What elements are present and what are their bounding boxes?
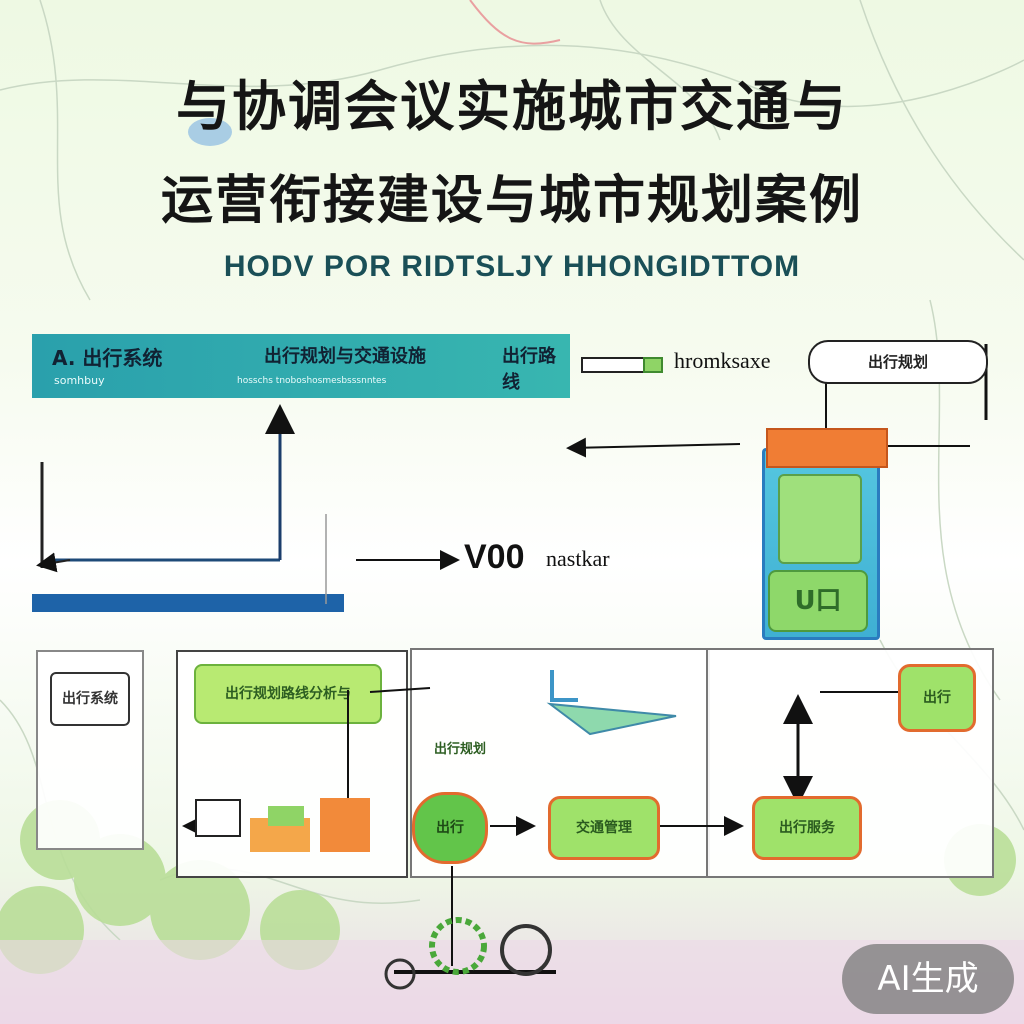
label-v00: V00 [464,538,525,576]
banner-mid-heading: 出行规划与交通设施 [264,346,426,367]
banner-right-heading: 出行路线 [502,346,556,393]
cargo-block-2 [268,806,304,826]
mid-caption: 出行规划 [434,742,487,757]
ramp-shape [546,702,677,736]
cargo-block-3 [320,798,370,852]
title-line-3: HODV POR RIDTSLJY HHONGIDTTOM [223,250,801,283]
chain-wheel-2 [500,924,552,976]
label-hornsake: hromksaxe [674,348,771,373]
right-node: 出行 [898,664,976,732]
bottom-left-card-label: 出行系统 [50,672,130,726]
arrow-device-left [566,437,741,458]
title-line-2: 运营衔接建设与城市规划案例 [160,170,863,231]
device-screen [778,474,862,564]
top-banner: A. 出行系统 出行规划与交通设施 出行路线 somhbuy hosschs t… [32,334,570,398]
chain-wheel-3 [384,958,416,990]
monitor-icon [195,799,241,837]
label-nastkar: nastkar [546,546,610,571]
top-right-pill: 出行规划 [808,340,988,384]
bracket-inner-arrow [36,552,71,573]
device-top-bar [766,428,888,468]
banner-left-sub: somhbuy [54,374,105,387]
device-bottom-panel: U口 [768,570,868,632]
node-a: 交通管理 [548,796,660,860]
node-b: 出行服务 [752,796,862,860]
note-arrow-right [369,687,431,693]
title-line-1: 与协调会议实施城市交通与 [176,74,848,138]
ai-generated-badge: AI生成 [842,944,1014,1014]
hub-node: 出行 [412,792,488,864]
ramp-hook [550,670,578,702]
banner-left-heading: A. 出行系统 [52,346,163,370]
banner-mid-sub: hosschs tnoboshosmesbsssnntes [237,376,387,386]
chain-wheel-1 [429,917,487,975]
green-note: 出行规划路线分析与 [194,664,382,724]
bottom-left-card: 出行系统 [36,650,144,850]
blue-baseline [32,594,344,612]
